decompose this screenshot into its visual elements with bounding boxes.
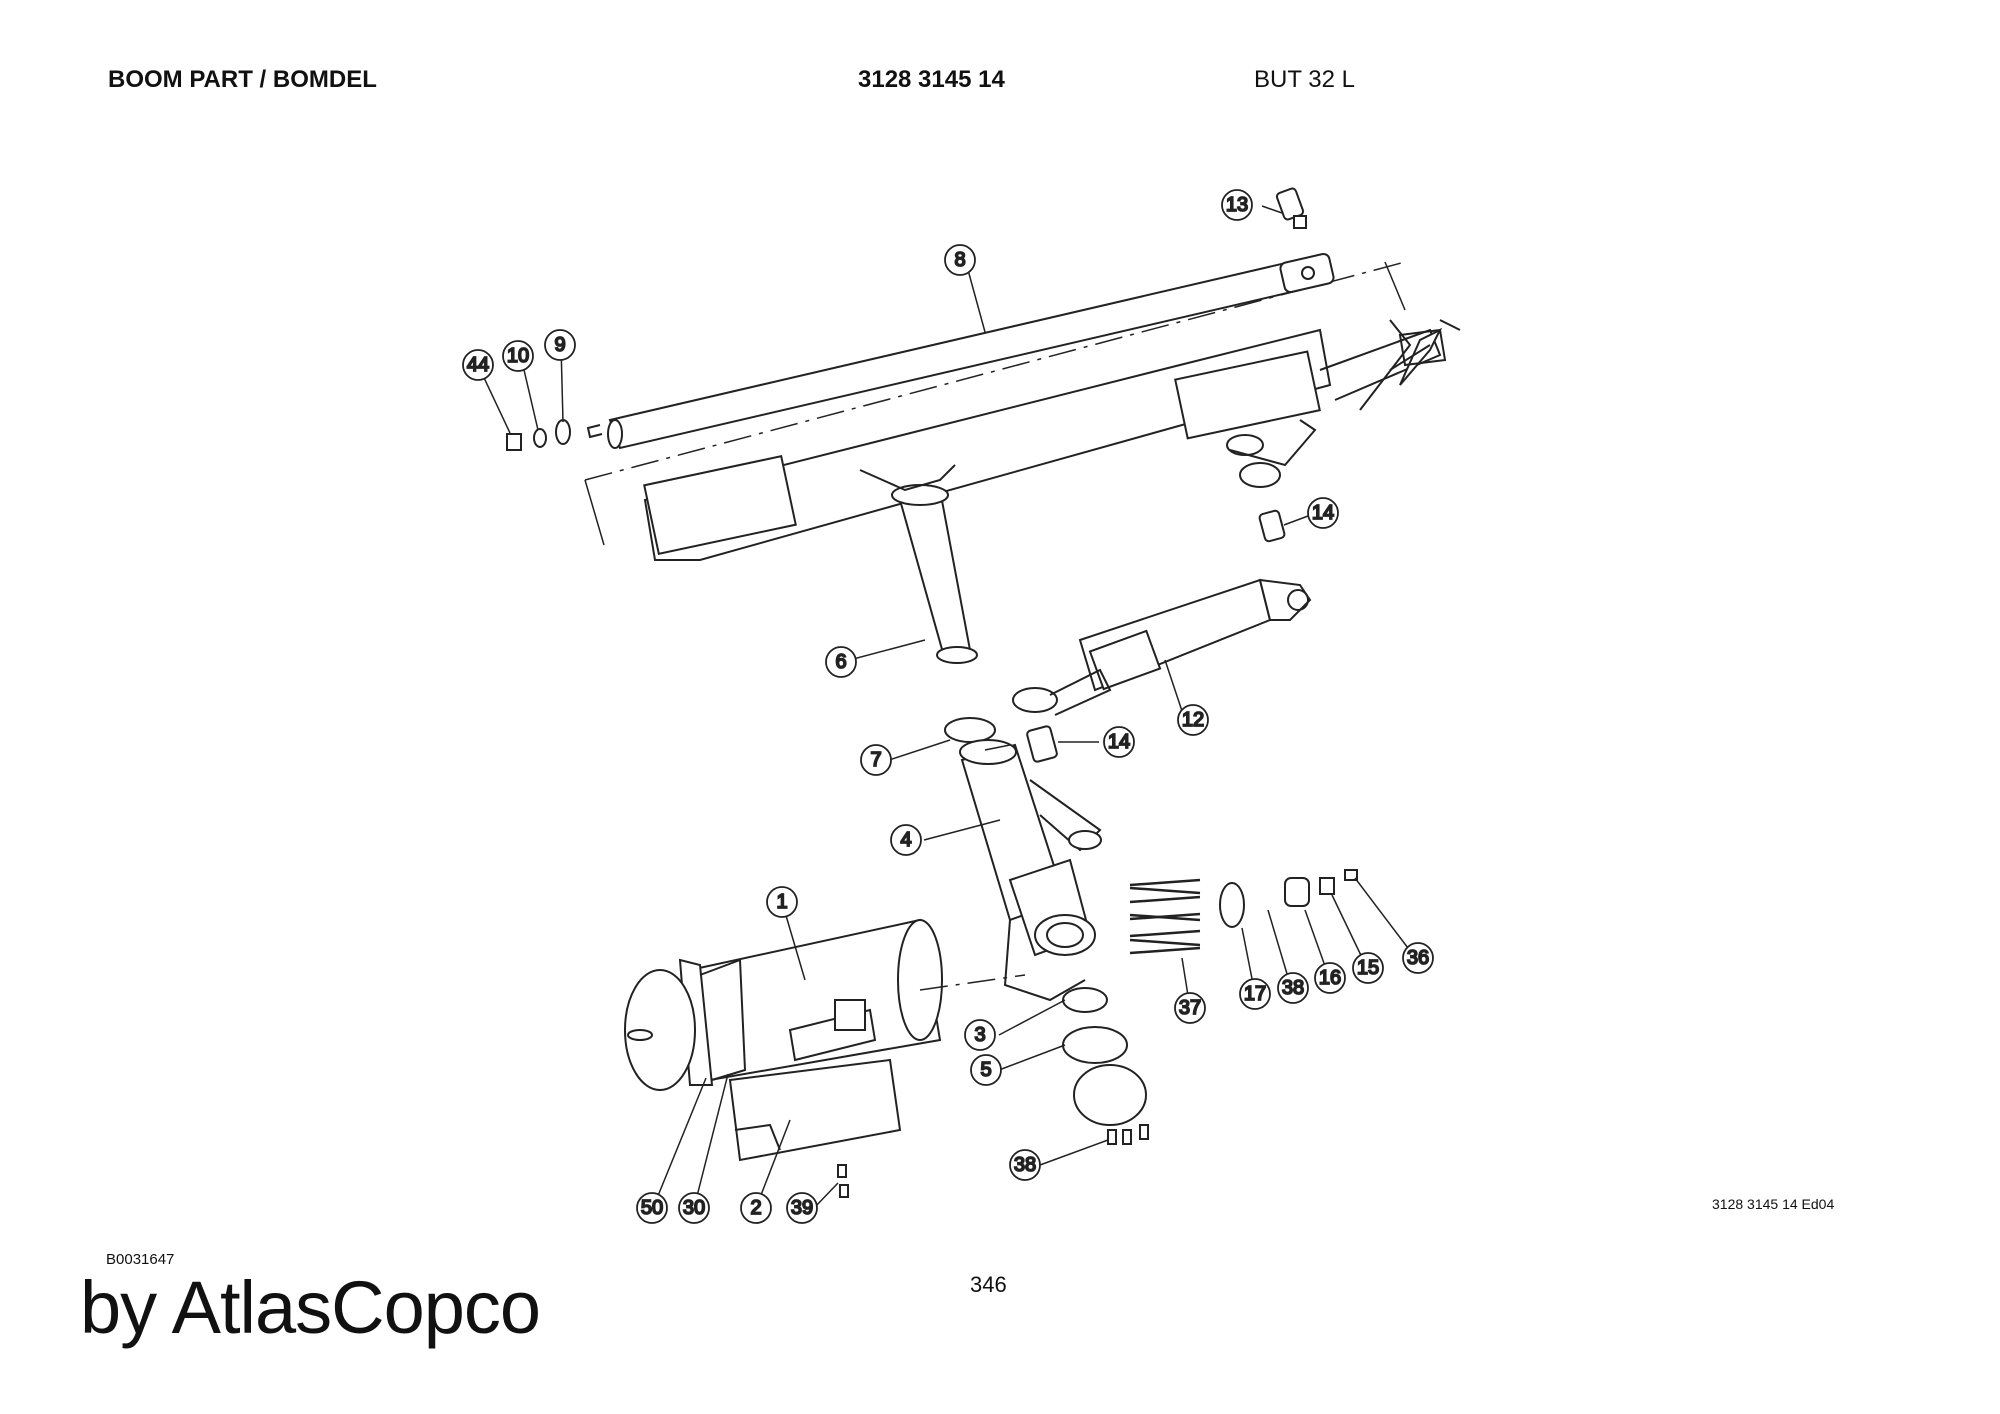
nut-washer-set bbox=[506, 419, 571, 451]
svg-text:10: 10 bbox=[507, 345, 529, 367]
callout-36: 36 bbox=[1402, 942, 1434, 974]
svg-text:8: 8 bbox=[954, 249, 965, 271]
svg-text:5: 5 bbox=[980, 1059, 991, 1081]
callout-6: 6 bbox=[825, 646, 857, 678]
callout-17: 17 bbox=[1239, 978, 1271, 1010]
svg-text:38: 38 bbox=[1282, 977, 1304, 999]
svg-text:37: 37 bbox=[1179, 997, 1201, 1019]
page-title: BOOM PART / BOMDEL bbox=[108, 66, 377, 93]
svg-text:2: 2 bbox=[750, 1197, 761, 1219]
brand-logo: by AtlasCopco bbox=[80, 1266, 541, 1349]
boom-beam bbox=[643, 319, 1461, 561]
callout-5: 5 bbox=[970, 1054, 1002, 1086]
svg-text:14: 14 bbox=[1312, 502, 1334, 524]
callout-labels: 13 8 44 10 9 14 6 12 7 14 4 1 37 17 38 1… bbox=[462, 189, 1434, 1224]
svg-text:44: 44 bbox=[467, 354, 489, 376]
callout-4: 4 bbox=[890, 824, 922, 856]
callout-2: 2 bbox=[740, 1192, 772, 1224]
ring-part-7 bbox=[944, 717, 996, 743]
rod-part-8 bbox=[586, 252, 1335, 450]
tube-part-6 bbox=[859, 464, 978, 664]
model-label: BUT 32 L bbox=[1254, 66, 1355, 93]
svg-text:36: 36 bbox=[1407, 947, 1429, 969]
callout-10: 10 bbox=[502, 340, 534, 372]
plate-part-17 bbox=[1219, 882, 1245, 928]
cover-part-2 bbox=[728, 1058, 902, 1162]
callout-14-upper: 14 bbox=[1307, 497, 1339, 529]
svg-text:6: 6 bbox=[835, 651, 846, 673]
callout-3: 3 bbox=[964, 1019, 996, 1051]
callout-13: 13 bbox=[1221, 189, 1253, 221]
pin-part-14-upper bbox=[1258, 509, 1286, 543]
svg-text:4: 4 bbox=[900, 829, 911, 851]
svg-text:12: 12 bbox=[1182, 709, 1204, 731]
callout-8: 8 bbox=[944, 244, 976, 276]
svg-text:7: 7 bbox=[870, 749, 881, 771]
svg-text:3: 3 bbox=[974, 1024, 985, 1046]
cylinder-part-12 bbox=[1012, 578, 1312, 716]
page-number: 346 bbox=[970, 1272, 1007, 1297]
callout-38-right: 38 bbox=[1277, 972, 1309, 1004]
pin-part-14-lower bbox=[1026, 725, 1058, 763]
screw-part-38 bbox=[1107, 1129, 1117, 1145]
svg-text:13: 13 bbox=[1226, 194, 1248, 216]
svg-text:30: 30 bbox=[683, 1197, 705, 1219]
bushing-part-16 bbox=[1284, 877, 1310, 907]
svg-text:50: 50 bbox=[641, 1197, 663, 1219]
callout-9: 9 bbox=[544, 329, 576, 361]
plug-part-15 bbox=[1319, 877, 1335, 895]
svg-text:15: 15 bbox=[1357, 957, 1379, 979]
bolts-part-37 bbox=[1129, 878, 1201, 955]
screw-part-39 bbox=[837, 1164, 847, 1178]
callout-39: 39 bbox=[786, 1192, 818, 1224]
callout-16: 16 bbox=[1314, 962, 1346, 994]
pin-part-13 bbox=[1275, 187, 1307, 229]
endcap-plate bbox=[1073, 1064, 1147, 1126]
part-number: 3128 3145 14 bbox=[858, 66, 1005, 93]
screw-part-36 bbox=[1344, 869, 1358, 881]
document-id: 3128 3145 14 Ed04 bbox=[1712, 1196, 1835, 1212]
callout-1: 1 bbox=[766, 886, 798, 918]
ring-part-5 bbox=[1062, 1026, 1128, 1064]
svg-text:14: 14 bbox=[1108, 731, 1130, 753]
actuator-part-1 bbox=[624, 918, 943, 1091]
svg-text:38: 38 bbox=[1014, 1154, 1036, 1176]
svg-text:17: 17 bbox=[1244, 983, 1266, 1005]
callout-38-lower: 38 bbox=[1009, 1149, 1041, 1181]
housing-part-4 bbox=[959, 739, 1102, 1002]
callout-50: 50 bbox=[636, 1192, 668, 1224]
callout-14-lower: 14 bbox=[1103, 726, 1135, 758]
svg-text:16: 16 bbox=[1319, 967, 1341, 989]
callout-44: 44 bbox=[462, 349, 494, 381]
svg-text:1: 1 bbox=[776, 891, 787, 913]
callout-12: 12 bbox=[1177, 704, 1209, 736]
callout-30: 30 bbox=[678, 1192, 710, 1224]
callout-7: 7 bbox=[860, 744, 892, 776]
callout-15: 15 bbox=[1352, 952, 1384, 984]
drawing-number: B0031647 bbox=[106, 1251, 175, 1268]
svg-text:39: 39 bbox=[791, 1197, 813, 1219]
callout-37: 37 bbox=[1174, 992, 1206, 1024]
ring-part-3 bbox=[1062, 987, 1108, 1013]
svg-text:9: 9 bbox=[554, 334, 565, 356]
